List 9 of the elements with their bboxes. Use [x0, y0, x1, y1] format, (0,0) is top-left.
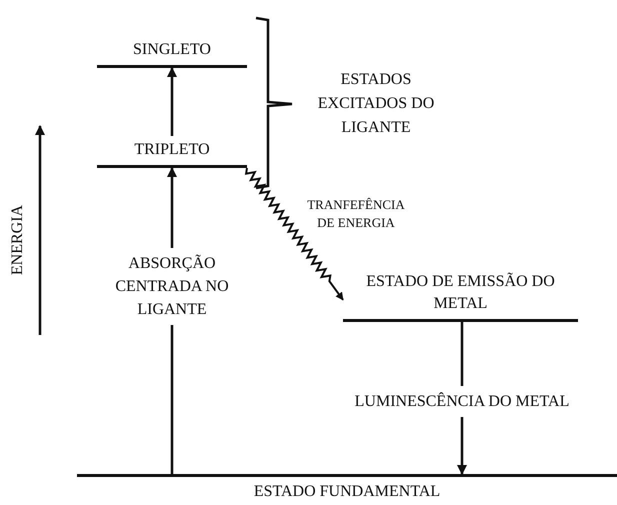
edge-label: TRANFEFÊNCIA DE ENERGIA — [306, 196, 406, 232]
level-label: TRIPLETO — [134, 140, 210, 160]
axis-label: ENERGIA — [8, 204, 27, 276]
level-label: ESTADO DE EMISSÃO DO METAL — [365, 272, 556, 314]
arrow — [167, 67, 177, 136]
level-label: SINGLETO — [133, 40, 211, 60]
group-label: ESTADOS EXCITADOS DO LIGANTE — [316, 70, 436, 138]
level-label: ESTADO FUNDAMENTAL — [254, 482, 440, 502]
wavy-arrow — [244, 168, 344, 300]
